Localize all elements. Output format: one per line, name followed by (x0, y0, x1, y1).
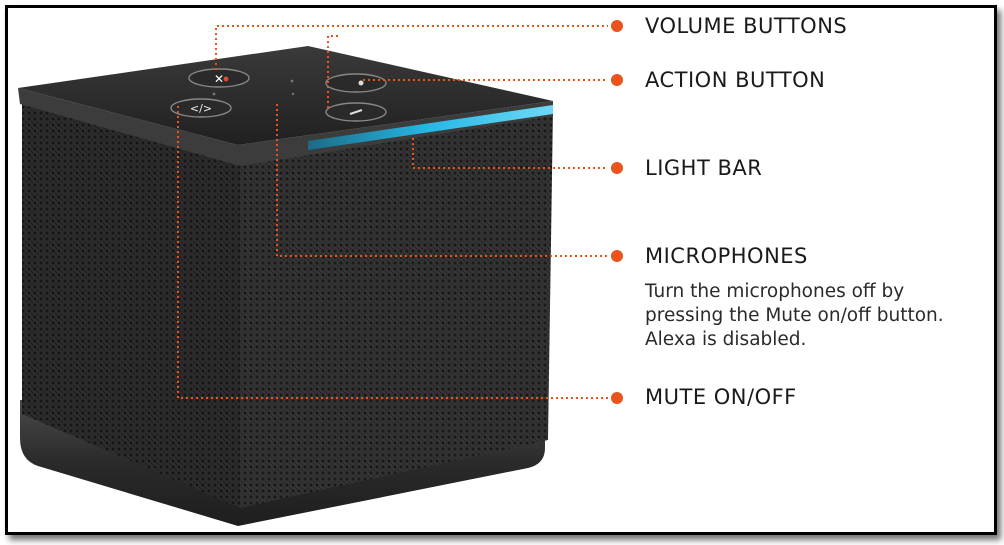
light-bar (308, 105, 553, 150)
callout-dot-volume (611, 20, 623, 32)
device-illustration: ✕ </> (18, 25, 608, 526)
svg-text:✕: ✕ (214, 72, 224, 86)
callout-lines (177, 25, 608, 399)
volume-up-button (325, 102, 387, 122)
diagram-frame: ✕ </> VOLUME BUTT (5, 5, 997, 535)
microphones-desc-line: Alexa is disabled. (645, 329, 807, 350)
device-top (18, 46, 553, 145)
speaker-mesh (22, 96, 553, 508)
mic-leader (276, 104, 608, 257)
mute-label: MUTE ON/OFF (645, 385, 797, 409)
volume-leader-2 (327, 35, 338, 108)
callout-dot-light (611, 162, 623, 174)
microphone-hole (212, 92, 216, 96)
volume-down-button: </> (170, 98, 232, 118)
microphone-hole (290, 79, 294, 83)
microphone-hole (291, 92, 295, 96)
volume-buttons-label: VOLUME BUTTONS (645, 14, 848, 38)
light-bar-label: LIGHT BAR (645, 156, 763, 180)
mute-leader (177, 106, 608, 399)
svg-text:</>: </> (190, 102, 212, 115)
action-button-label: ACTION BUTTON (645, 68, 826, 92)
callout-dot-mute (611, 392, 623, 404)
callout-dot-microphones (611, 250, 623, 262)
mute-button: ✕ (188, 68, 250, 88)
microphones-desc-line: pressing the Mute on/off button. (645, 305, 944, 326)
microphones-label: MICROPHONES (645, 244, 808, 268)
microphones-desc-line: Turn the microphones off by (645, 281, 905, 302)
microphones-description: Turn the microphones off by pressing the… (645, 280, 990, 352)
light-leader (412, 138, 608, 169)
action-button-shape (325, 73, 387, 93)
callout-dot-action (611, 74, 623, 86)
volume-leader (215, 25, 608, 70)
